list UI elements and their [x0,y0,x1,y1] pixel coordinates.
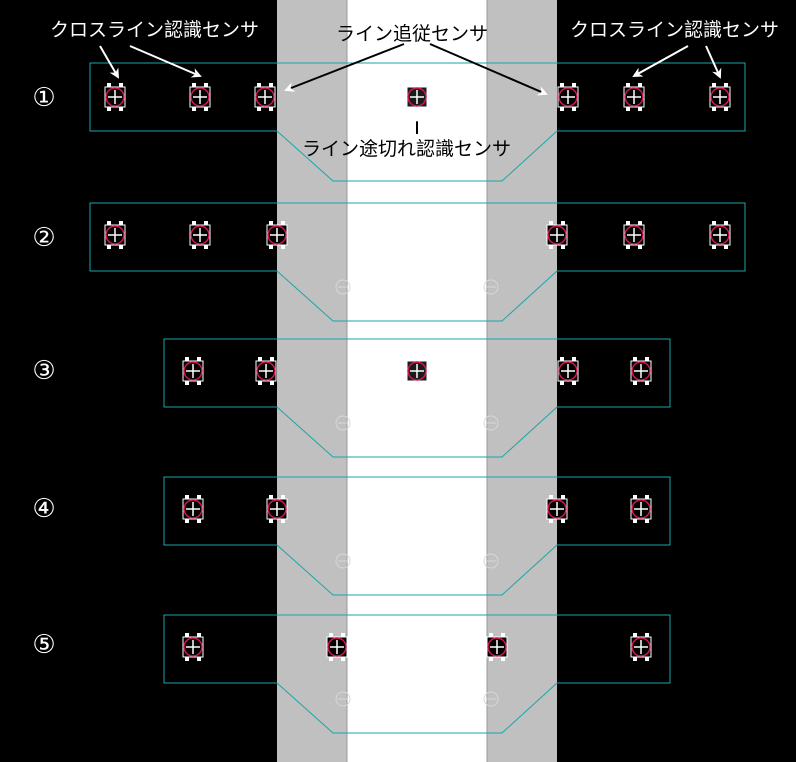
cross-line-sensor-label-left: クロスライン認識センサ [50,19,259,41]
row-number: ③ [32,356,55,386]
arrow-cross-left-1 [99,45,120,79]
sensor-board-rows: ① ② ③ ④ ⑤ [32,62,746,734]
sensor-chip [546,495,568,523]
sensor-chip [189,221,211,249]
sensor-chip [406,83,428,111]
sensor-chip [266,221,288,249]
sensor-row-1: ① [32,62,746,182]
arrow-follow-right [429,43,548,96]
row-number: ② [32,223,55,253]
mount-hole [335,553,351,569]
sensor-chip [326,633,348,661]
board-outline [163,476,671,596]
mount-hole [335,279,351,295]
sensor-chip [254,83,276,111]
sensor-chip [709,83,731,111]
sensor-chip [255,357,277,385]
mount-hole [483,553,499,569]
mount-hole [483,691,499,707]
arrow-follow-left [284,43,405,92]
row-number: ⑤ [32,630,55,660]
sensor-chip [182,357,204,385]
board-outline [89,202,746,322]
board-outline [163,614,671,734]
sensor-chip [557,357,579,385]
sensor-chip [406,357,428,385]
row-number: ④ [32,494,55,524]
sensor-chip [630,633,652,661]
cross-line-sensor-label-right: クロスライン認識センサ [570,19,779,41]
sensor-chip [709,221,731,249]
sensor-chip [630,357,652,385]
arrow-cross-right-2 [632,45,689,77]
arrow-cross-left-2 [129,45,202,78]
sensor-row-5: ⑤ [32,614,671,734]
mount-hole [335,691,351,707]
sensor-chip [182,633,204,661]
board-outline [89,62,746,182]
sensor-chip [630,495,652,523]
arrow-cross-right-1 [705,45,722,79]
line-gap-sensor-label: ライン途切れ認識センサ [302,138,511,160]
sensor-row-2: ② [32,202,746,322]
sensor-chip [623,221,645,249]
sensor-chip [182,495,204,523]
board-outline [163,338,671,458]
mount-hole [335,415,351,431]
annotation-layer: クロスライン認識センサ クロスライン認識センサ ライン追従センサ ライン途切れ認… [50,19,779,160]
mount-hole [483,279,499,295]
line-follow-sensor-label: ライン追従センサ [336,23,488,45]
sensor-chip [189,83,211,111]
sensor-chip [557,83,579,111]
sensor-chip [486,633,508,661]
mount-hole [483,415,499,431]
row-number: ① [32,83,55,113]
sensor-row-3: ③ [32,338,671,458]
sensor-chip [623,83,645,111]
sensor-chip [546,221,568,249]
sensor-row-4: ④ [32,476,671,596]
sensor-chip [104,221,126,249]
sensor-chip [266,495,288,523]
sensor-chip [104,83,126,111]
